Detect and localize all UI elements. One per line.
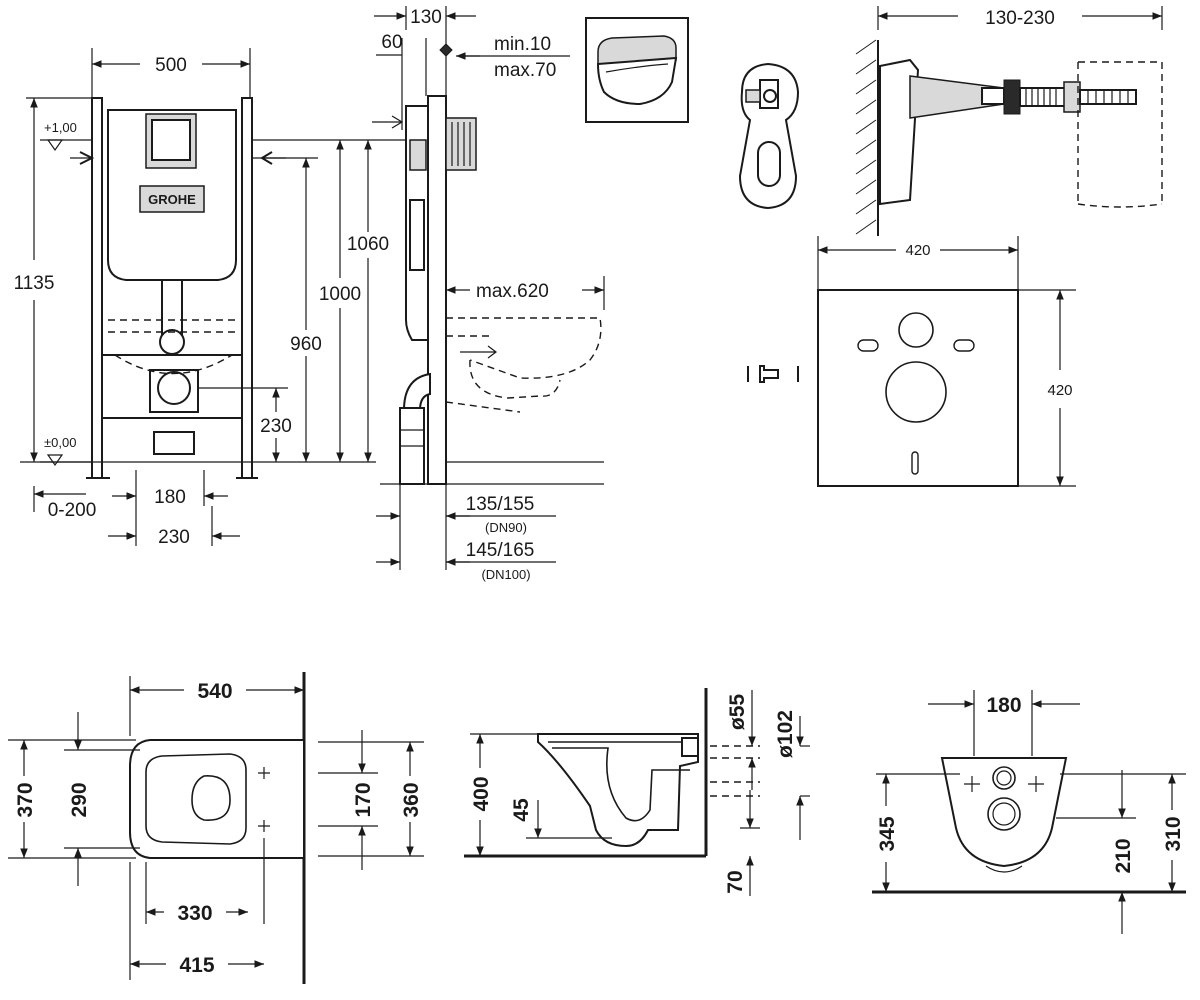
dim-70: 70 [724,870,747,893]
dim-45: 45 [510,798,533,822]
wc-bowl-thumbnail [585,17,689,123]
brand-label: GROHE [148,192,196,207]
dim-frame-height: 1135 [14,273,55,294]
bowl-top-view: 540 370 290 170 360 330 [8,672,424,984]
dim-depth-max: max.70 [494,60,556,81]
dim-drain-dn90: 135/155 [466,494,535,515]
dim-offset: 0-200 [48,500,97,521]
dim-dia-55: ø55 [726,694,749,731]
dim-drain-dn100-note: (DN100) [481,567,530,582]
sound-insulation-pad: 420 420 [747,236,1076,487]
dim-offset-60: 60 [381,32,402,53]
dim-bowl-width-total: 360 [400,782,423,817]
level-top-label: +1,00 [44,120,77,135]
frame-front-view: 500 GROHE +1,00 ±0,00 [14,48,376,548]
dim-bowl-height: 400 [470,776,493,811]
frame-side-view: 130 60 min.10 max.70 1060 [347,6,605,582]
dim-pad-width: 420 [905,242,930,259]
dim-hole-to-front: 330 [177,902,212,925]
dim-rear-height-310: 310 [1162,816,1185,851]
dim-rear-height-210: 210 [1112,838,1135,873]
dim-rear-height-345: 345 [876,816,899,851]
dim-1000: 1000 [319,284,361,305]
dim-drain-dn90-note: (DN90) [485,520,527,535]
dim-bowl-width-inner: 290 [68,782,91,817]
dim-pad-height: 420 [1047,382,1072,399]
dim-depth-min: min.10 [494,34,551,55]
dim-960: 960 [290,334,322,355]
dim-230-height: 230 [260,416,292,437]
dim-230-width: 230 [158,527,190,548]
dim-depth-130: 130 [410,7,442,28]
dim-fix-spacing: 170 [352,782,375,817]
dim-frame-width: 500 [155,55,187,76]
dim-bowl-width-outer: 370 [14,782,37,817]
bowl-side-view: 400 45 ø55 ø102 70 [464,688,810,896]
dim-bracket-range: 130-230 [985,8,1055,29]
wall-bracket-detail: 130-230 [738,6,1163,236]
bowl-rear-view: 180 345 210 310 [872,690,1186,934]
level-zero-label: ±0,00 [44,435,76,450]
dim-drain-dn100: 145/165 [466,540,535,561]
dim-1060: 1060 [347,234,389,255]
dim-bowl-length-inner: 415 [179,954,214,977]
dim-rear-width: 180 [986,694,1021,717]
dim-bowl-length: 540 [197,680,232,703]
dim-180-width: 180 [154,487,186,508]
dim-dia-102: ø102 [774,710,797,758]
dim-reach: max.620 [476,281,549,302]
